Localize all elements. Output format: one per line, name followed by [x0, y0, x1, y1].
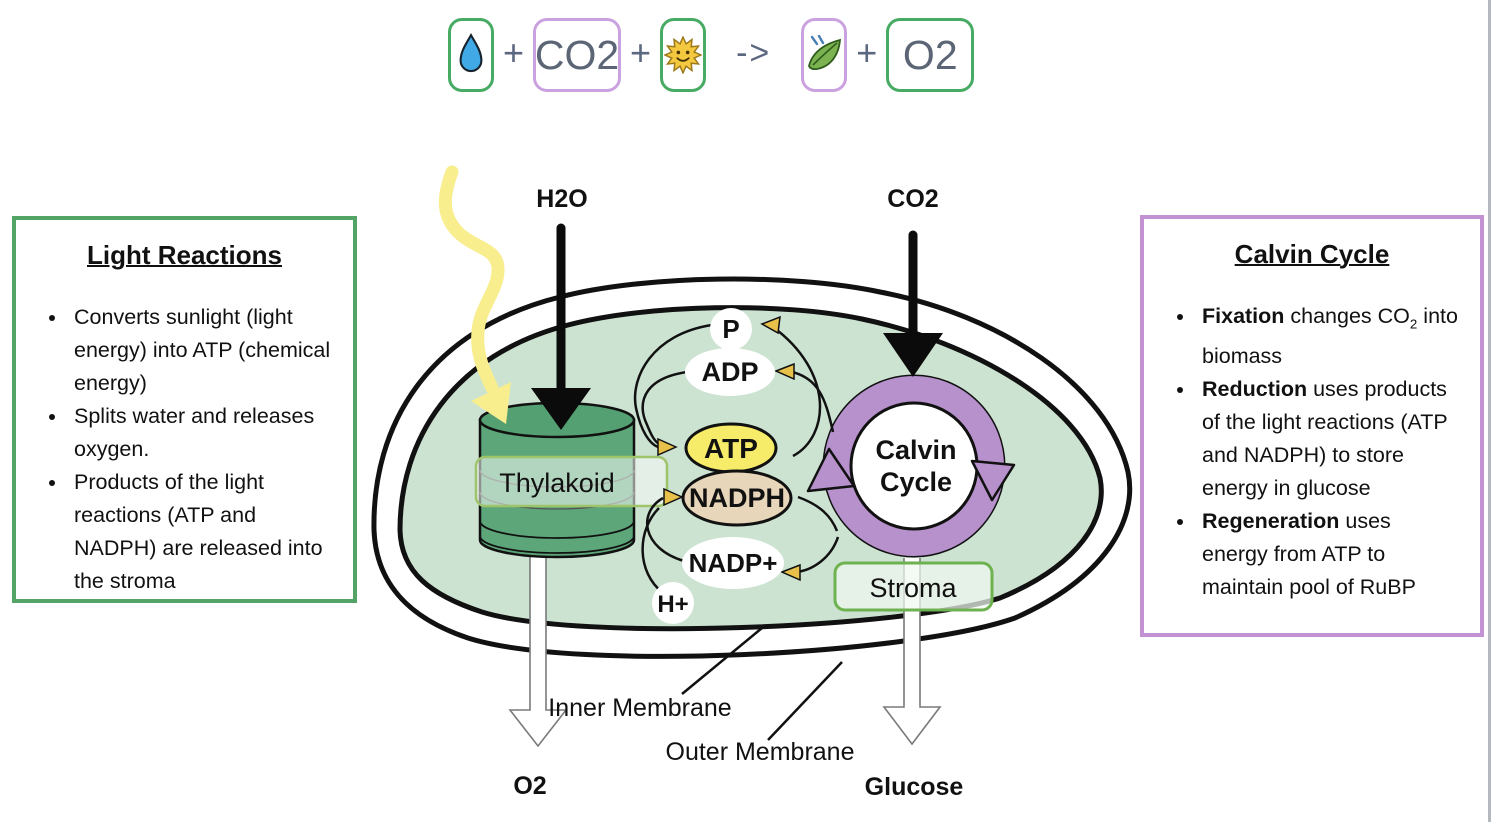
- thylakoid-divider: [479, 535, 635, 554]
- curve-atp-to-p: [772, 325, 822, 458]
- calvin-cycle-bullet-list: Fixation changes CO2 into biomassReducti…: [1162, 300, 1462, 604]
- arrowhead-into-nadph: [663, 487, 684, 507]
- sunlight-arrowhead: [471, 382, 511, 424]
- molecule-nadp-oval: [682, 537, 784, 589]
- gold-arrowheads: [657, 315, 801, 582]
- plus-sign: +: [503, 32, 525, 73]
- molecule-p-oval: [710, 308, 752, 350]
- water-droplet-icon: [459, 33, 483, 73]
- o2-output-arrow: [508, 544, 568, 748]
- inner-membrane-leader-line: [681, 627, 763, 695]
- outer-membrane-label: Outer Membrane: [666, 738, 855, 766]
- thylakoid-label: Thylakoid: [499, 468, 615, 498]
- leaf-icon: [808, 35, 842, 71]
- arrowhead-into-atp: [657, 437, 678, 457]
- p-label: P: [722, 314, 739, 344]
- thylakoid-stack: [474, 401, 669, 559]
- thylakoid-divider: [479, 520, 635, 539]
- calvin-cycle-label-line1: Calvin: [875, 435, 956, 465]
- hplus-label: H+: [657, 591, 688, 618]
- chloroplast-diagram: H2O CO2 P ADP ATP NADPH NADP+ H+ Thylako…: [371, 165, 1133, 801]
- h2o-label: H2O: [536, 185, 587, 213]
- bullet-item: Splits water and releases oxygen.: [68, 400, 335, 466]
- curve-p-to-atp: [633, 323, 713, 449]
- outer-membrane-leader-line: [767, 661, 843, 741]
- calvin-cycle-ring: [806, 374, 1016, 558]
- calvin-cycle-info-box: Calvin Cycle Fixation changes CO2 into b…: [1140, 215, 1484, 637]
- sun-term-box: [660, 18, 707, 92]
- calvin-cycle-title: Calvin Cycle: [1234, 239, 1390, 269]
- calvin-cycle-label-line2: Cycle: [880, 467, 952, 497]
- curve-calvin-to-adp: [788, 369, 835, 433]
- arrowhead-into-nadp: [780, 563, 801, 582]
- molecule-adp-oval: [685, 348, 775, 396]
- molecule-hplus-oval: [652, 582, 694, 624]
- water-term-box: [448, 18, 494, 92]
- leaf-term-box: [801, 18, 848, 92]
- o2-term-box: O2: [886, 18, 975, 92]
- bullet-item: Regeneration uses energy from ATP to mai…: [1196, 505, 1462, 604]
- atp-label: ATP: [704, 433, 758, 464]
- stroma-label: Stroma: [869, 573, 957, 603]
- curve-hplus-to-nadph: [641, 507, 664, 594]
- curve-nadph-to-calvin: [797, 495, 839, 532]
- bullet-item: Fixation changes CO2 into biomass: [1196, 300, 1462, 373]
- sun-icon: [664, 36, 703, 74]
- glucose-label: Glucose: [865, 773, 964, 801]
- bullet-item: Reduction uses products of the light rea…: [1196, 373, 1462, 505]
- calvin-ring-arrowhead-right: [970, 459, 1016, 502]
- arrowhead-into-p: [760, 315, 781, 335]
- photosynthesis-equation: + CO2 + -> + O2: [448, 16, 975, 94]
- plus-sign: +: [630, 32, 652, 73]
- o2-term-label: O2: [902, 31, 958, 78]
- glucose-output-arrow: [882, 558, 942, 746]
- light-reactions-bullet-list: Converts sunlight (light energy) into AT…: [34, 301, 335, 598]
- molecule-nadph-oval: [681, 469, 793, 527]
- stroma-label-box: [833, 561, 994, 612]
- co2-term-box: CO2: [533, 18, 622, 92]
- thylakoid-label-box: [474, 455, 669, 508]
- slide-edge-line: [1488, 0, 1491, 822]
- curve-nadp-to-nadph: [646, 496, 685, 563]
- nadph-label: NADPH: [689, 483, 785, 513]
- reaction-arrow: ->: [736, 33, 772, 72]
- sunlight-squiggle: [438, 165, 505, 395]
- light-reactions-info-box: Light Reactions Converts sunlight (light…: [12, 216, 357, 603]
- nadp-label: NADP+: [689, 548, 778, 578]
- arrowhead-into-adp: [774, 362, 795, 381]
- sunlight-arrow: [438, 165, 511, 424]
- h2o-input-arrow: [531, 223, 591, 430]
- calvin-ring-arrowhead-left: [806, 447, 856, 493]
- co2-input-arrow: [883, 230, 943, 377]
- adp-label: ADP: [701, 357, 758, 387]
- co2-label: CO2: [887, 185, 938, 213]
- co2-term-label: CO2: [534, 31, 620, 78]
- plus-sign: +: [856, 32, 878, 73]
- o2-label: O2: [513, 772, 546, 800]
- bullet-item: Products of the light reactions (ATP and…: [68, 466, 335, 598]
- bullet-item: Converts sunlight (light energy) into AT…: [68, 301, 335, 400]
- light-reactions-title: Light Reactions: [86, 240, 282, 270]
- curve-adp-to-atp: [641, 370, 688, 446]
- calvin-ring-inner: [849, 401, 979, 531]
- inner-membrane-label: Inner Membrane: [548, 694, 731, 722]
